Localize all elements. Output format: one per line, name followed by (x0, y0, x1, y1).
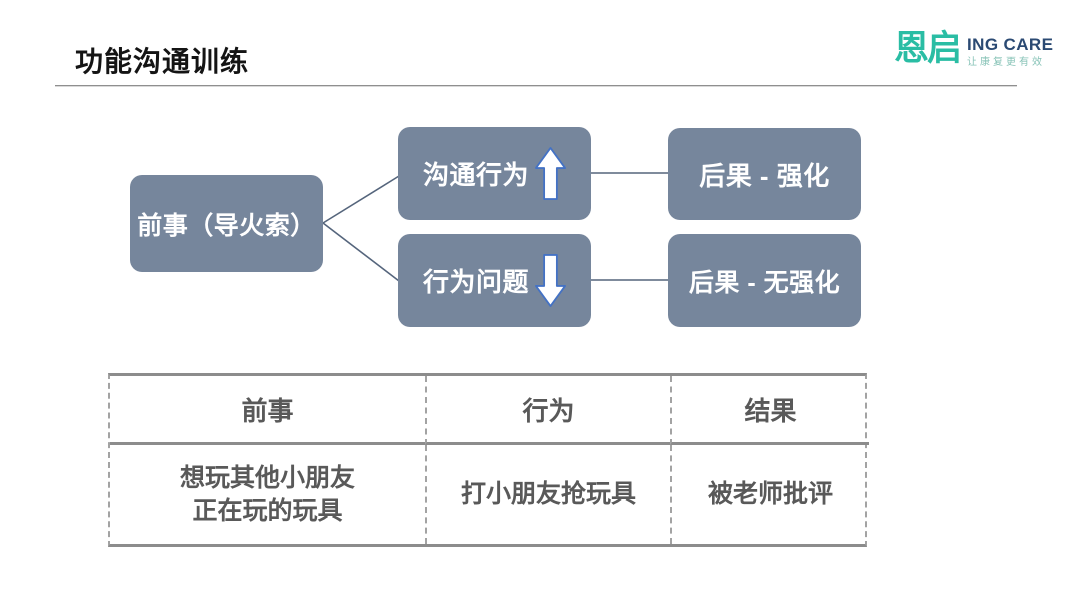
down-arrow-icon (535, 254, 566, 307)
logo-tagline: 让康复更有效 (967, 57, 1046, 68)
table-header-behavior: 行为 (425, 376, 670, 445)
communication-behavior-label: 沟通行为 (422, 160, 529, 190)
logo-name: ING CARE (967, 35, 1054, 54)
consequence-not-reinforced-box: 后果 - 无强化 (668, 234, 861, 327)
antecedent-text-line2: 正在玩的玩具 (192, 496, 343, 525)
table-cell-antecedent: 想玩其他小朋友 正在玩的玩具 (110, 445, 425, 544)
behavior-problem-box: 行为问题 (398, 234, 591, 327)
up-arrow-icon (535, 147, 566, 200)
table-header-result: 结果 (670, 376, 869, 445)
behavior-text: 打小朋友抢玩具 (460, 480, 636, 508)
logo-text: ING CARE 让康复更有效 (967, 29, 1053, 68)
antecedent-text-line1: 想玩其他小朋友 (179, 463, 355, 492)
consequence-not-reinforced-label: 后果 - 无强化 (688, 268, 841, 297)
abc-table: 前事 行为 结果 想玩其他小朋友 正在玩的玩具 打小朋友抢玩具 被老师批评 (108, 373, 869, 547)
table-header-antecedent: 前事 (110, 376, 425, 445)
title-divider (55, 85, 1017, 87)
brand-logo: 恩启 ING CARE 让康复更有效 (894, 29, 1053, 69)
page-title: 功能沟通训练 (75, 46, 250, 77)
antecedent-box: 前事（导火索） (130, 175, 323, 272)
consequence-reinforced-label: 后果 - 强化 (699, 160, 830, 191)
table-cell-result: 被老师批评 (670, 445, 869, 544)
antecedent-label: 前事（导火索） (137, 211, 316, 240)
logo-mark-icon: 恩启 (894, 29, 962, 68)
table-cell-behavior: 打小朋友抢玩具 (425, 445, 670, 544)
communication-behavior-box: 沟通行为 (398, 127, 591, 220)
consequence-reinforced-box: 后果 - 强化 (668, 128, 861, 220)
result-text: 被老师批评 (707, 480, 833, 508)
behavior-problem-label: 行为问题 (422, 267, 529, 297)
